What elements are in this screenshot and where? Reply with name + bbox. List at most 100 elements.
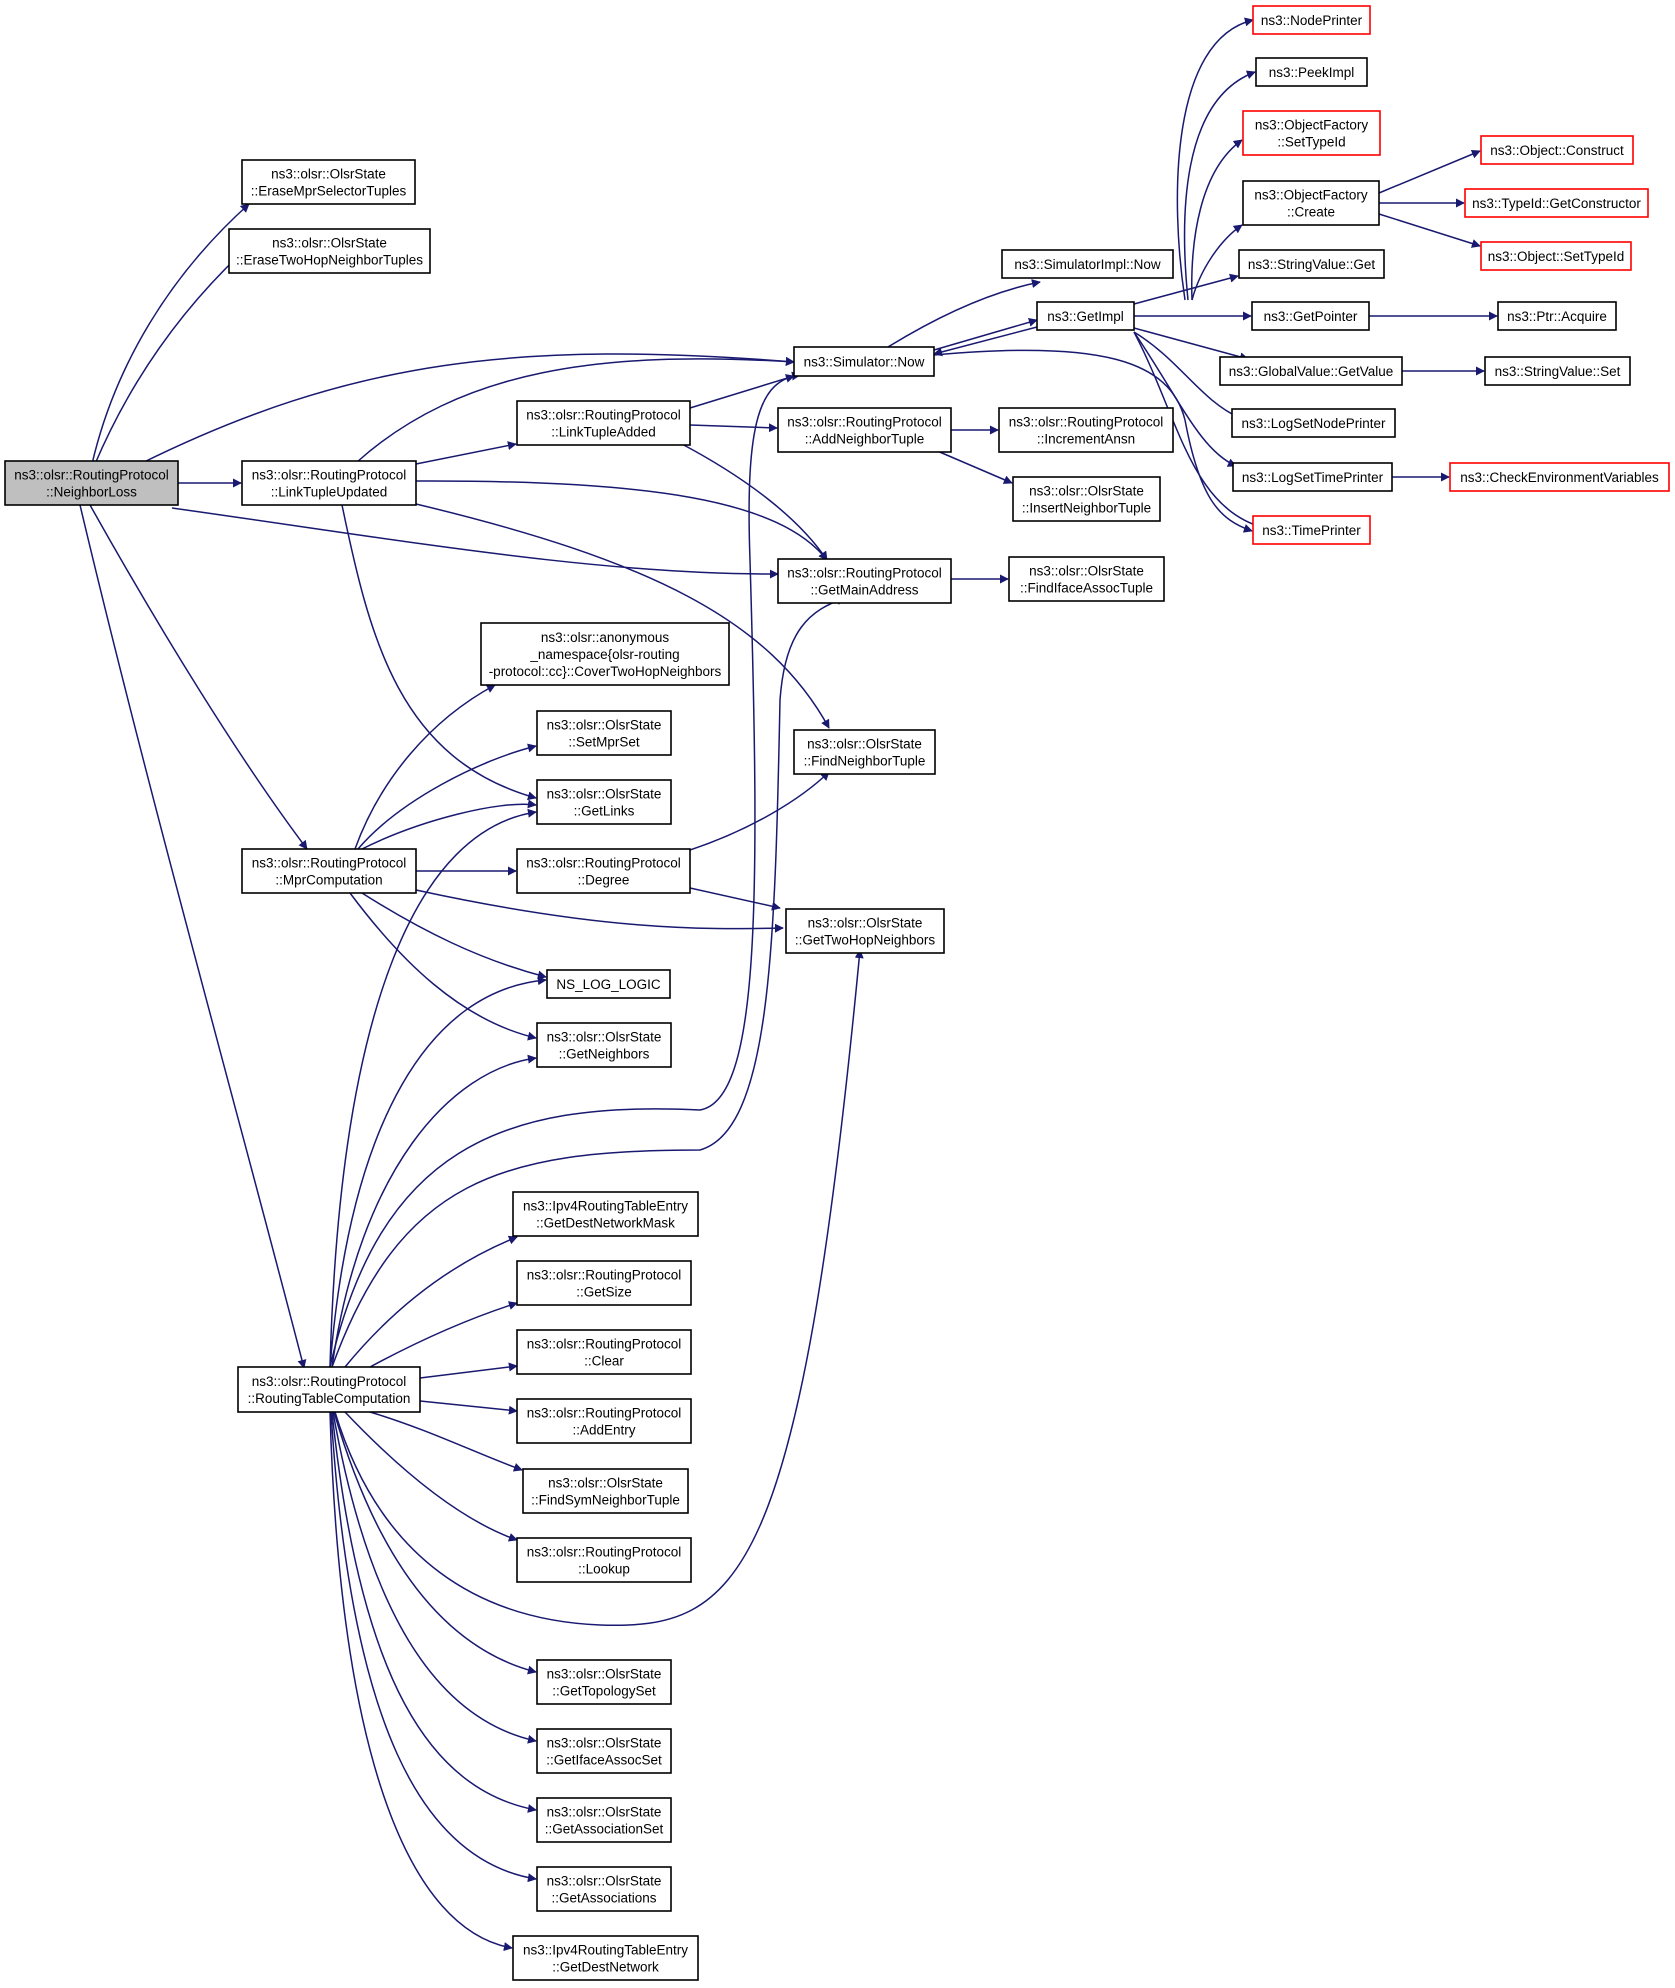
node-n41[interactable]: ns3::GlobalValue::GetValue (1219, 356, 1403, 386)
node-n26[interactable]: ns3::Ipv4RoutingTableEntry::GetDestNetwo… (512, 1935, 699, 1981)
node-label-line: ns3::Object::SetTypeId (1488, 249, 1625, 264)
edge-getimpl-to-objectfactory-settypeid (1191, 139, 1243, 301)
node-label-line: ns3::olsr::RoutingProtocol (14, 468, 169, 483)
node-n05[interactable]: ns3::olsr::RoutingProtocol::MprComputati… (241, 848, 417, 894)
edge-rtc-to-getsize (369, 1301, 518, 1368)
edge-mprcomputation-to-covertwohopneighbors (354, 684, 496, 850)
node-n18[interactable]: ns3::olsr::RoutingProtocol::Clear (516, 1329, 692, 1375)
node-box (536, 710, 672, 756)
node-n34[interactable]: ns3::olsr::OlsrState::FindIfaceAssocTupl… (1008, 556, 1165, 602)
node-n08[interactable]: ns3::olsr::RoutingProtocol::LinkTupleAdd… (516, 400, 691, 446)
node-label-line: ns3::TimePrinter (1262, 523, 1361, 538)
node-label-line: ns3::olsr::OlsrState (548, 1476, 663, 1491)
node-label-line: ::LinkTupleAdded (551, 425, 656, 440)
node-n12[interactable]: ns3::olsr::OlsrState::GetLinks (536, 779, 672, 825)
node-label-line: ns3::olsr::RoutingProtocol (526, 408, 681, 423)
node-box (516, 848, 691, 894)
node-box (1252, 5, 1371, 35)
node-box (1251, 301, 1370, 331)
node-n24[interactable]: ns3::olsr::OlsrState::GetAssociationSet (536, 1797, 672, 1843)
node-n38[interactable]: ns3::ObjectFactory::Create (1242, 180, 1380, 226)
node-n29[interactable]: ns3::olsr::OlsrState::GetTwoHopNeighbors (785, 908, 945, 954)
node-n35[interactable]: ns3::NodePrinter (1252, 5, 1371, 35)
node-n09[interactable]: ns3::olsr::RoutingProtocol::GetMainAddre… (777, 558, 952, 604)
node-label-line: ::IncrementAnsn (1037, 432, 1135, 447)
node-label-line: ns3::olsr::OlsrState (547, 1667, 662, 1682)
node-label-line: ::RoutingTableComputation (248, 1391, 411, 1406)
edges (79, 17, 1498, 1952)
node-n50[interactable]: ns3::CheckEnvironmentVariables (1449, 462, 1670, 492)
node-label-line: ::GetAssociations (551, 1891, 656, 1906)
node-n03[interactable]: ns3::olsr::OlsrState::EraseTwoHopNeighbo… (228, 228, 431, 274)
nodes: ns3::olsr::RoutingProtocol::NeighborLoss… (4, 5, 1670, 1981)
edge-neighborloss-to-simulator-now (139, 353, 795, 465)
edge-rtc-to-ns-log-logic (329, 976, 547, 1368)
node-label-line: ns3::olsr::RoutingProtocol (527, 1268, 682, 1283)
node-n21[interactable]: ns3::olsr::RoutingProtocol::Lookup (516, 1537, 692, 1583)
node-label-line: ::GetIfaceAssocSet (546, 1753, 662, 1768)
node-n13[interactable]: ns3::olsr::RoutingProtocol::Degree (516, 848, 691, 894)
node-label-line: ns3::Ipv4RoutingTableEntry (523, 1943, 688, 1958)
node-n40[interactable]: ns3::GetPointer (1251, 301, 1370, 331)
node-box (1449, 462, 1670, 492)
node-n45[interactable]: ns3::Object::Construct (1480, 135, 1634, 165)
node-n25[interactable]: ns3::olsr::OlsrState::GetAssociations (536, 1866, 672, 1912)
node-box (536, 1022, 672, 1068)
node-n31[interactable]: ns3::GetImpl (1036, 301, 1135, 331)
node-n11[interactable]: ns3::olsr::OlsrState::SetMprSet (536, 710, 672, 756)
node-n43[interactable]: ns3::LogSetTimePrinter (1232, 462, 1393, 492)
node-n19[interactable]: ns3::olsr::RoutingProtocol::AddEntry (516, 1398, 692, 1444)
node-n27[interactable]: ns3::olsr::RoutingProtocol::AddNeighborT… (777, 407, 952, 453)
node-n47[interactable]: ns3::Object::SetTypeId (1480, 241, 1632, 271)
node-box (512, 1935, 699, 1981)
node-n15[interactable]: ns3::olsr::OlsrState::GetNeighbors (536, 1022, 672, 1068)
edge-linktupleupdated-to-getmainaddress (415, 480, 828, 561)
node-n49[interactable]: ns3::StringValue::Set (1484, 356, 1631, 386)
node-n46[interactable]: ns3::TypeId::GetConstructor (1464, 188, 1649, 218)
node-n44[interactable]: ns3::TimePrinter (1252, 515, 1371, 545)
node-n33[interactable]: ns3::olsr::OlsrState::InsertNeighborTupl… (1012, 476, 1161, 522)
node-label-line: ::GetAssociationSet (545, 1822, 664, 1837)
node-n39[interactable]: ns3::StringValue::Get (1238, 249, 1385, 279)
node-n28[interactable]: ns3::olsr::OlsrState::FindNeighborTuple (793, 729, 936, 775)
node-n20[interactable]: ns3::olsr::OlsrState::FindSymNeighborTup… (522, 1468, 689, 1514)
node-n30[interactable]: ns3::SimulatorImpl::Now (1001, 249, 1174, 279)
node-box (546, 969, 671, 999)
node-box (516, 400, 691, 446)
node-n36[interactable]: ns3::PeekImpl (1255, 57, 1368, 87)
node-n32[interactable]: ns3::olsr::RoutingProtocol::IncrementAns… (998, 407, 1174, 453)
edge-neighborloss-to-erasetwohopneighbortuples (94, 244, 251, 465)
node-label-line: ns3::olsr::RoutingProtocol (787, 415, 942, 430)
edge-getimpl-to-nodeprinter (1176, 17, 1254, 301)
node-n37[interactable]: ns3::ObjectFactory::SetTypeId (1242, 110, 1381, 156)
node-box (793, 346, 935, 377)
node-box (4, 460, 179, 506)
node-label-line: ns3::Object::Construct (1490, 143, 1624, 158)
node-n16[interactable]: ns3::Ipv4RoutingTableEntry::GetDestNetwo… (512, 1191, 699, 1237)
edge-rtc-to-getmainaddress (331, 596, 846, 1368)
node-n22[interactable]: ns3::olsr::OlsrState::GetTopologySet (536, 1659, 672, 1705)
node-n02[interactable]: ns3::olsr::OlsrState::EraseMprSelectorTu… (241, 159, 416, 205)
node-label-line: ::SetTypeId (1277, 135, 1345, 150)
node-box (777, 407, 952, 453)
node-label-line: ns3::olsr::OlsrState (547, 1030, 662, 1045)
node-n42[interactable]: ns3::LogSetNodePrinter (1231, 408, 1396, 438)
node-label-line: ns3::olsr::RoutingProtocol (527, 1337, 682, 1352)
node-n48[interactable]: ns3::Ptr::Acquire (1497, 301, 1617, 331)
node-n07[interactable]: ns3::Simulator::Now (793, 346, 935, 377)
node-box (1008, 556, 1165, 602)
node-label-line: ns3::olsr::OlsrState (1029, 564, 1144, 579)
node-n04[interactable]: ns3::olsr::RoutingProtocol::LinkTupleUpd… (241, 460, 417, 506)
node-n17[interactable]: ns3::olsr::RoutingProtocol::GetSize (516, 1260, 692, 1306)
edge-neighborloss-to-getmainaddress (171, 507, 779, 579)
node-label-line: ns3::olsr::OlsrState (808, 916, 923, 931)
node-n14[interactable]: NS_LOG_LOGIC (546, 969, 671, 999)
node-n23[interactable]: ns3::olsr::OlsrState::GetIfaceAssocSet (536, 1728, 672, 1774)
node-n10[interactable]: ns3::olsr::anonymous_namespace{olsr-rout… (480, 622, 730, 686)
node-label-line: ::GetTopologySet (552, 1684, 656, 1699)
node-box (1255, 57, 1368, 87)
node-n06[interactable]: ns3::olsr::RoutingProtocol::RoutingTable… (237, 1366, 421, 1413)
node-n01[interactable]: ns3::olsr::RoutingProtocol::NeighborLoss (4, 460, 179, 506)
edge-degree-to-findneighbortuple (689, 771, 830, 851)
node-label-line: ns3::Ptr::Acquire (1507, 309, 1607, 324)
